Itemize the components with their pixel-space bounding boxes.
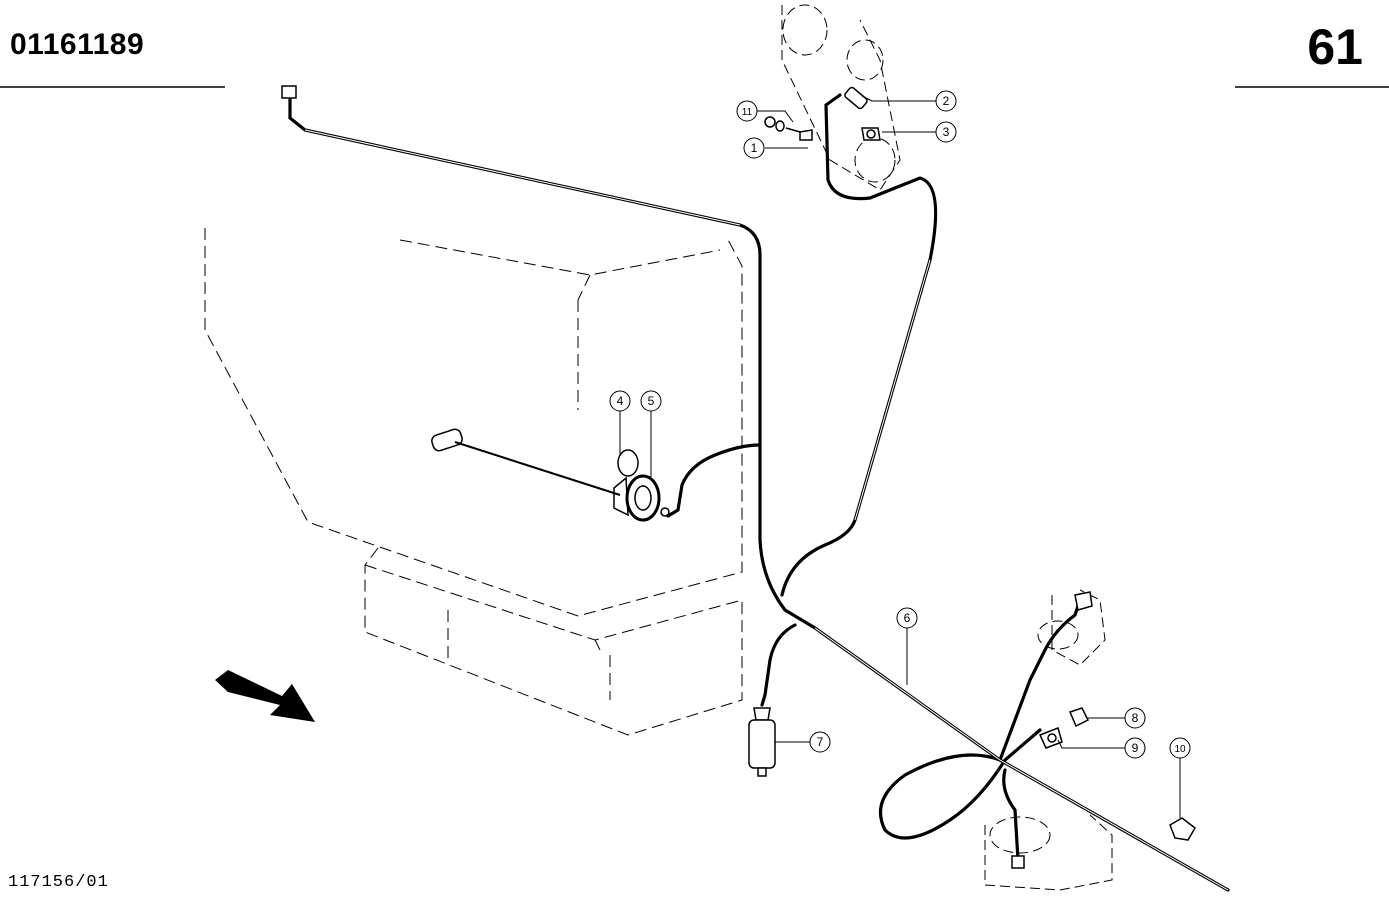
top-connector: [764, 86, 881, 141]
svg-text:3: 3: [943, 125, 950, 139]
svg-text:5: 5: [648, 394, 655, 408]
callout-4: 4: [609, 390, 631, 412]
svg-text:1: 1: [751, 141, 758, 155]
svg-text:2: 2: [943, 94, 950, 108]
callout-9: 9: [1124, 737, 1146, 759]
direction-arrow-icon: [215, 670, 315, 722]
svg-text:4: 4: [617, 394, 624, 408]
harness-end-connector: [281, 85, 297, 99]
part-number: 01161189: [10, 28, 145, 61]
machine-body-outline: [204, 228, 743, 736]
harness-highlight: [304, 129, 1229, 891]
svg-text:6: 6: [904, 611, 911, 625]
callout-5: 5: [640, 390, 662, 412]
callout-10: 10: [1169, 737, 1191, 759]
lower-small-parts: [1011, 591, 1196, 869]
callout-1: 1: [743, 137, 765, 159]
component-7-cylinder: [748, 707, 776, 777]
drawing-number: 117156/01: [8, 873, 109, 892]
callout-11: 11: [736, 100, 758, 122]
svg-text:8: 8: [1132, 711, 1139, 725]
upper-mount-outline: [781, 4, 901, 191]
svg-text:7: 7: [817, 735, 824, 749]
callout-3: 3: [935, 121, 957, 143]
callout-2: 2: [935, 90, 957, 112]
callout-8: 8: [1124, 707, 1146, 729]
svg-text:9: 9: [1132, 741, 1139, 755]
callout-leaders: [619, 95, 1181, 818]
o-ring: [617, 449, 639, 477]
callout-7: 7: [809, 731, 831, 753]
fuel-level-sensor: [431, 428, 670, 522]
svg-text:11: 11: [742, 107, 753, 118]
callout-6: 6: [896, 607, 918, 629]
wiring-harness: [288, 93, 1230, 892]
page-number: 61: [1307, 19, 1363, 75]
svg-text:10: 10: [1174, 744, 1186, 755]
